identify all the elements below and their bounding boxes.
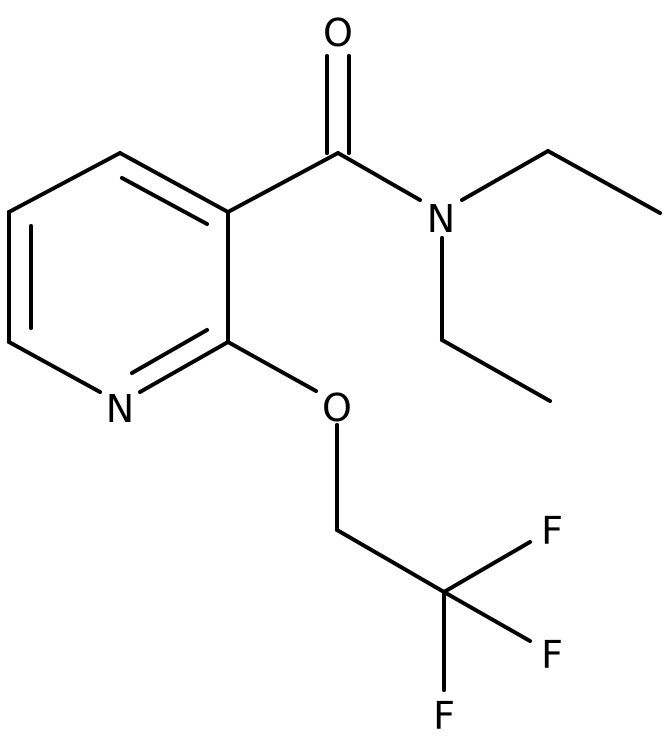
- trifluoroethoxy-group: [226, 340, 532, 692]
- atom-f1: F: [541, 509, 563, 553]
- bond-c2-n1: [138, 340, 230, 394]
- pyridine-ring: [7, 151, 230, 394]
- bond-cf3-f2: [442, 590, 532, 643]
- atom-n-amide: N: [427, 197, 455, 241]
- atom-f2: F: [541, 633, 563, 677]
- bond-ethyl1-ch3: [546, 149, 662, 215]
- bond-c3-carbonyl: [226, 151, 340, 214]
- bond-c2-o: [226, 340, 318, 393]
- bond-c2-n1-inner: [130, 328, 209, 375]
- atom-o-carbonyl: O: [323, 11, 353, 55]
- atom-o-ether: O: [322, 386, 352, 430]
- atom-n-ring: N: [106, 387, 134, 431]
- bond-ethyl2-ch3: [440, 338, 552, 403]
- bond-ch2-cf3: [335, 528, 446, 594]
- bond-carbonyl-n: [336, 151, 422, 202]
- bond-n1-c6: [7, 340, 102, 394]
- bond-cf3-f1: [442, 540, 532, 594]
- amide-group: [226, 54, 662, 403]
- bond-c5-c4: [7, 151, 122, 214]
- bond-c4-c3: [118, 151, 230, 214]
- bond-c4-c3-inner: [120, 176, 209, 226]
- bond-n-ethyl1-ch2: [460, 149, 550, 202]
- atom-f3: F: [433, 694, 455, 738]
